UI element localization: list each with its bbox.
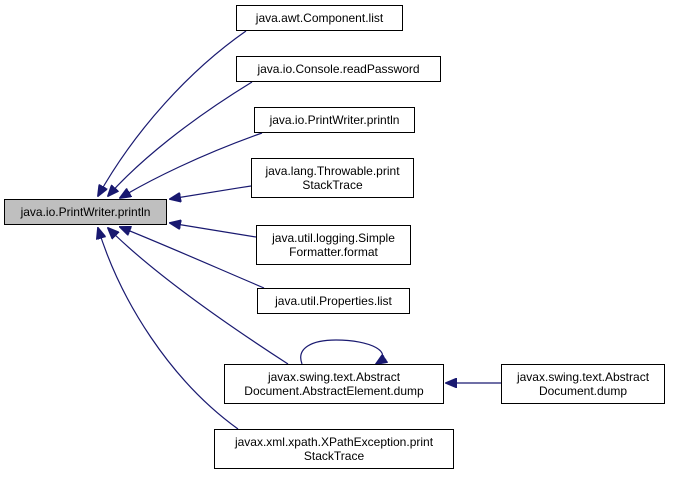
node-label-line1: java.util.logging.Simple <box>272 231 395 245</box>
node-root-label: java.io.PrintWriter.println <box>20 205 151 219</box>
node-label-line2: StackTrace <box>303 449 365 463</box>
node-label-line1: java.lang.Throwable.print <box>265 164 400 178</box>
edge-simpleformatter-format <box>170 223 257 238</box>
edge-component-list <box>98 30 247 196</box>
node-label: java.io.PrintWriter.println <box>269 113 400 127</box>
node-properties-list[interactable]: java.util.Properties.list <box>257 288 410 314</box>
edge-properties-list <box>120 227 265 289</box>
node-xpathexception-printstacktrace[interactable]: javax.xml.xpath.XPathException.print Sta… <box>214 429 454 469</box>
node-printwriter-println[interactable]: java.io.PrintWriter.println <box>254 107 415 133</box>
edge-xpathexception-print <box>98 228 239 430</box>
node-component-list[interactable]: java.awt.Component.list <box>236 5 403 31</box>
edge-throwable-print <box>170 185 252 199</box>
node-simpleformatter-format[interactable]: java.util.logging.Simple Formatter.forma… <box>256 225 411 265</box>
node-throwable-printstacktrace[interactable]: java.lang.Throwable.print StackTrace <box>251 158 414 198</box>
node-label: java.io.Console.readPassword <box>257 62 420 76</box>
edge-printwriter-println <box>120 132 263 198</box>
node-label-line1: javax.xml.xpath.XPathException.print <box>234 435 434 449</box>
edge-abstractelement-self <box>300 339 383 364</box>
node-label-line2: Document.dump <box>538 384 628 398</box>
edge-console-readpassword <box>108 81 253 196</box>
node-console-readpassword[interactable]: java.io.Console.readPassword <box>236 56 441 82</box>
node-label: java.util.Properties.list <box>275 294 392 308</box>
node-label-line1: javax.swing.text.Abstract <box>267 370 401 384</box>
edge-abstractelement-dump <box>108 228 289 365</box>
node-abstractelement-dump[interactable]: javax.swing.text.Abstract Document.Abstr… <box>224 364 444 404</box>
node-label-line2: Formatter.format <box>289 245 378 259</box>
node-root-printwriter-println: java.io.PrintWriter.println <box>4 199 167 225</box>
node-label-line2: StackTrace <box>302 178 363 192</box>
node-label-line2: Document.AbstractElement.dump <box>244 384 424 398</box>
node-label-line1: javax.swing.text.Abstract <box>516 370 650 384</box>
node-abstractdocument-dump[interactable]: javax.swing.text.Abstract Document.dump <box>501 364 665 404</box>
node-label: java.awt.Component.list <box>255 11 384 25</box>
